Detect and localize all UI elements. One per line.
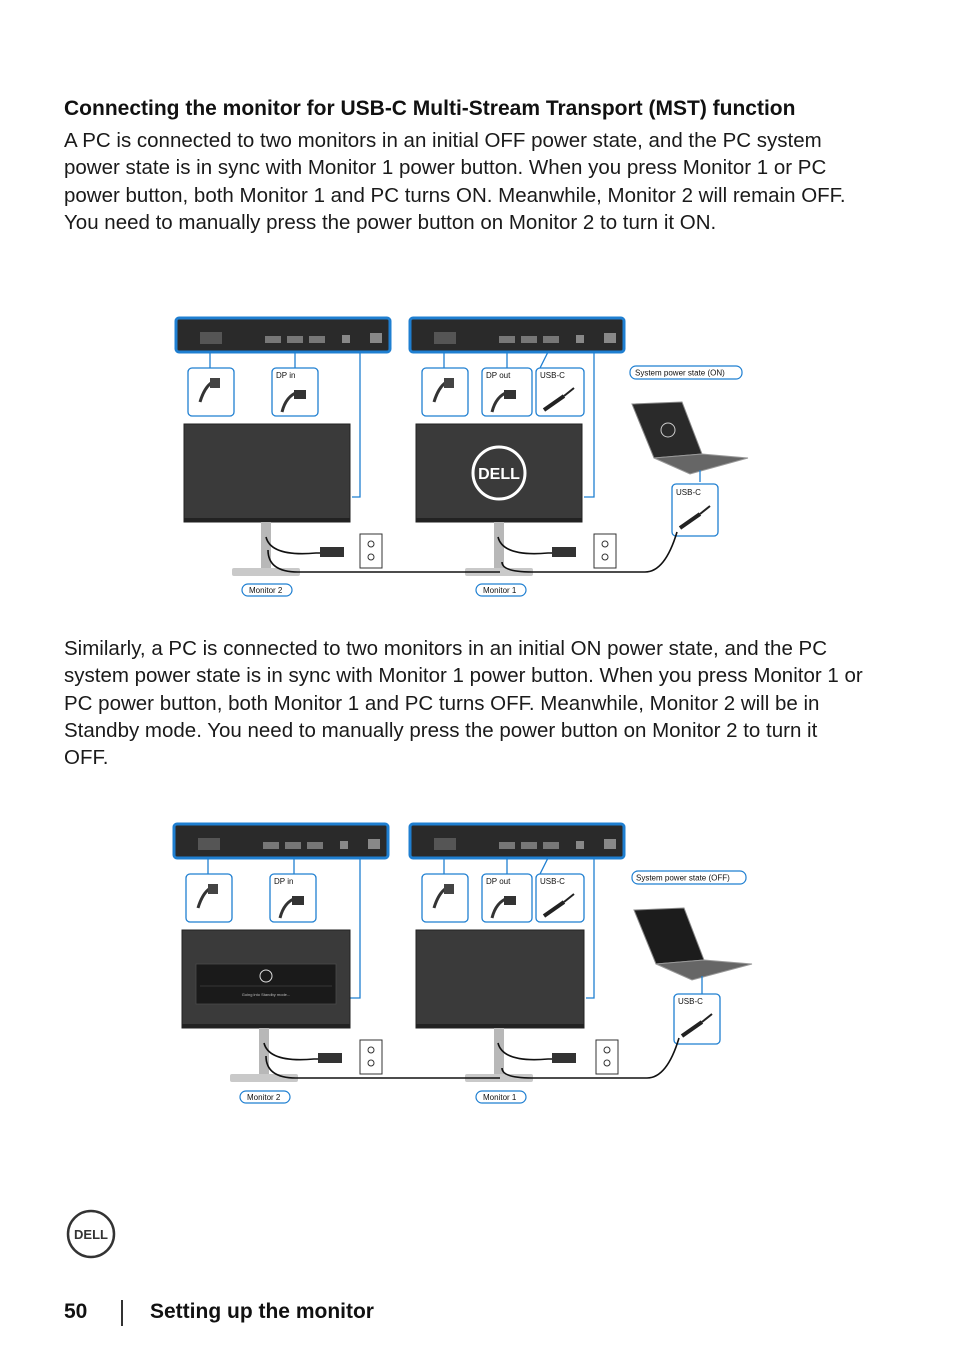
monitor2-stand [261, 522, 271, 572]
usb-c-laptop-label: USB-C [678, 997, 703, 1006]
monitor1-wall-outlet [593, 533, 617, 569]
section-heading: Connecting the monitor for USB-C Multi-S… [64, 97, 796, 120]
monitor1-screen [415, 929, 585, 1029]
monitor1-screen [415, 423, 583, 523]
paragraph-initial-off: A PC is connected to two monitors in an … [64, 129, 846, 234]
mst-diagram-power-on: DP in DP out USB-C System power state (O… [170, 312, 770, 602]
monitor2-wall-outlet [359, 1039, 383, 1075]
monitor1-label: Monitor 1 [483, 1093, 517, 1102]
system-power-state-badge [629, 365, 743, 380]
laptop-screen [631, 401, 703, 459]
monitor1-power-callout [421, 367, 469, 417]
mst-diagram-power-off-svg: DP in DP out USB-C System power state (O… [172, 822, 753, 1104]
mst-diagram-power-on-svg: DP in DP out USB-C System power state (O… [174, 316, 749, 597]
dell-logo-text: DELL [74, 1227, 108, 1242]
section-title: Setting up the monitor [150, 1300, 374, 1323]
usb-c-monitor-label: USB-C [540, 877, 565, 886]
laptop-base [655, 959, 753, 981]
monitor2-power-callout [187, 367, 235, 417]
monitor1-stand [494, 522, 504, 572]
monitor2-stand [259, 1028, 269, 1078]
monitor2-label: Monitor 2 [249, 586, 283, 595]
monitor1-port-panel [408, 822, 626, 860]
system-power-state-label: System power state (OFF) [636, 874, 730, 883]
system-power-state-label: System power state (ON) [635, 369, 725, 378]
monitor2-screen [183, 423, 351, 523]
laptop-base [653, 453, 749, 475]
usb-c-monitor-callout [535, 873, 585, 923]
monitor2-label: Monitor 2 [247, 1093, 281, 1102]
usb-c-laptop-label: USB-C [676, 488, 701, 497]
standby-message: Going into Standby mode... [242, 992, 290, 997]
dell-logo-on-screen-text: DELL [478, 466, 520, 483]
monitor1-port-panel [408, 316, 626, 354]
dp-in-label: DP in [274, 877, 293, 886]
laptop-screen [633, 907, 705, 965]
mst-diagram-power-off: DP in DP out USB-C System power state (O… [170, 818, 770, 1108]
usb-c-laptop-callout [671, 483, 719, 537]
monitor1-label: Monitor 1 [483, 586, 517, 595]
standby-dialog [195, 963, 337, 1005]
monitor1-power-callout [421, 873, 469, 923]
page-number: 50 [64, 1300, 88, 1323]
usb-c-monitor-callout [535, 367, 585, 417]
system-power-state-badge [631, 870, 747, 885]
footer-separator [121, 1300, 123, 1326]
monitor2-wall-outlet [359, 533, 383, 569]
dell-logo-on-screen [471, 445, 527, 501]
dp-in-label: DP in [276, 371, 295, 380]
monitor2-power-callout [185, 873, 233, 923]
dell-logo-icon: DELL [66, 1209, 116, 1259]
monitor2-port-panel [172, 822, 390, 860]
dp-out-label: DP out [486, 371, 511, 380]
paragraph-initial-on: Similarly, a PC is connected to two moni… [64, 637, 863, 770]
monitor2-port-panel [174, 316, 392, 354]
dp-out-label: DP out [486, 877, 511, 886]
monitor1-stand [494, 1028, 504, 1078]
usb-c-monitor-label: USB-C [540, 371, 565, 380]
monitor1-wall-outlet [595, 1039, 619, 1075]
